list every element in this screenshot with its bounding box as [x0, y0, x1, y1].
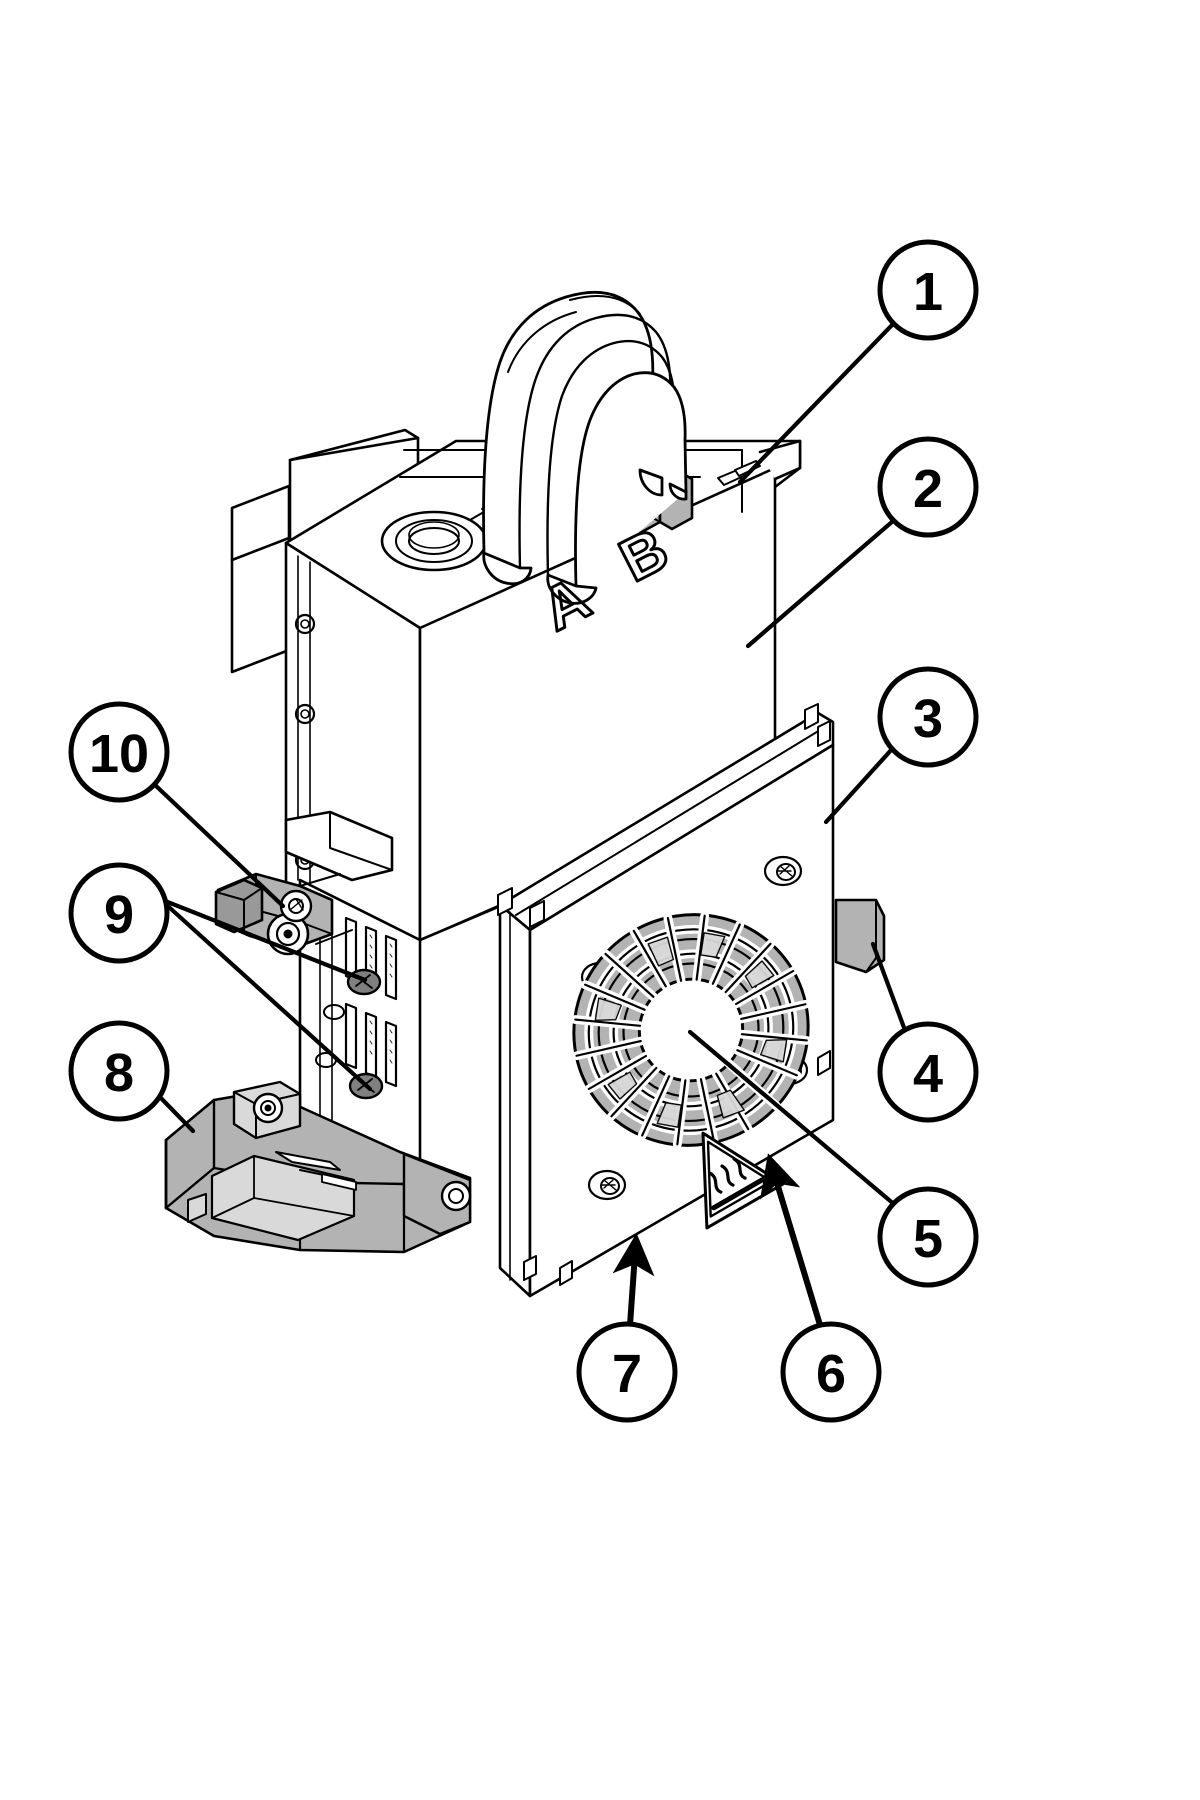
callout-bubbles: 1 2 3 4 5 6 7 8 — [68, 239, 979, 1423]
leader-10 — [152, 782, 286, 909]
access-door — [164, 1080, 472, 1254]
callout-9-label: 9 — [104, 885, 134, 945]
carry-handle — [482, 290, 688, 605]
tool-head-device: A B — [164, 290, 886, 1298]
callout-8[interactable]: 8 — [68, 1020, 170, 1122]
callout-5[interactable]: 5 — [877, 1186, 979, 1288]
leader-6 — [760, 1153, 823, 1326]
leader-1 — [737, 321, 896, 485]
callout-4-label: 4 — [913, 1044, 943, 1104]
callout-10[interactable]: 10 — [68, 701, 170, 803]
callout-3[interactable]: 3 — [877, 666, 979, 768]
callout-arrow-leaders — [612, 1153, 823, 1326]
callout-7[interactable]: 7 — [576, 1321, 678, 1423]
callout-1-label: 1 — [913, 262, 943, 322]
callout-2[interactable]: 2 — [877, 436, 979, 538]
callout-7-label: 7 — [612, 1344, 642, 1404]
callout-2-label: 2 — [913, 459, 943, 519]
cooling-fan-grille — [570, 911, 812, 1149]
callout-9[interactable]: 9 — [68, 862, 170, 964]
callout-leaders — [152, 321, 909, 1208]
leader-4 — [870, 941, 909, 1036]
leader-3 — [823, 745, 896, 825]
callout-3-label: 3 — [913, 689, 943, 749]
leader-2 — [745, 518, 896, 649]
hot-surface-warning-icon — [701, 1131, 785, 1230]
callout-10-label: 10 — [89, 724, 149, 784]
leader-9b — [157, 896, 368, 983]
callout-1[interactable]: 1 — [877, 239, 979, 341]
callout-8-label: 8 — [104, 1043, 134, 1103]
callout-6-label: 6 — [816, 1344, 846, 1404]
leader-5 — [687, 1029, 898, 1208]
callout-5-label: 5 — [913, 1209, 943, 1269]
leader-7 — [612, 1233, 655, 1326]
leader-9a — [157, 896, 373, 1092]
callout-6[interactable]: 6 — [780, 1321, 882, 1423]
side-release-tab — [834, 898, 886, 974]
callout-4[interactable]: 4 — [877, 1021, 979, 1123]
